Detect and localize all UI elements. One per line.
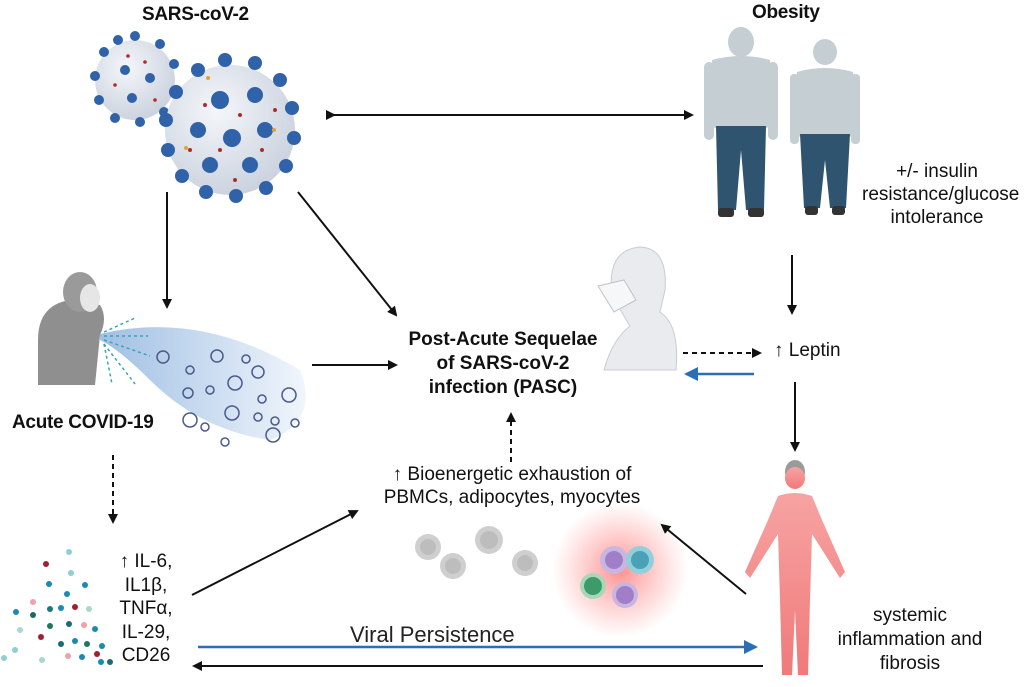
bioenergetic-exhaustion-label: ↑ Bioenergetic exhaustion of PBMCs, adip…	[362, 463, 662, 509]
cytokine-line: IL-29,	[121, 621, 171, 643]
bioenergetic-line: PBMCs, adipocytes, myocytes	[383, 487, 641, 508]
cytokine-line: IL1β,	[124, 574, 168, 596]
leptin-label: ↑ Leptin	[774, 340, 841, 361]
exhaled-viruses	[156, 349, 300, 447]
obese-people-icon	[704, 27, 860, 217]
viral-persistence-label: Viral Persistence	[350, 622, 515, 647]
cytokine-line: ↑ IL-6,	[119, 551, 173, 572]
acute-covid-title: Acute COVID-19	[12, 412, 154, 433]
coughing-person-icon	[38, 272, 306, 447]
systemic-line: fibrosis	[879, 653, 941, 674]
pasc-title-line: infection (PASC)	[428, 377, 578, 398]
cytokines-label: ↑ IL-6, IL1β, TNFα, IL-29, CD26	[112, 550, 180, 668]
bioenergetic-line: ↑ Bioenergetic exhaustion of	[392, 464, 632, 485]
arrow-cytokines-to-bioenergetic	[191, 510, 359, 596]
systemic-line: systemic	[873, 605, 947, 626]
note-line: resistance/glucose	[862, 184, 1020, 205]
person-man	[704, 27, 778, 217]
sars-cov-2-title: SARS-coV-2	[142, 4, 249, 25]
pasc-title-line: Post-Acute Sequelae	[408, 329, 598, 350]
arrow-systemic-to-bioenergetic	[660, 523, 747, 595]
gray-cells	[415, 526, 538, 579]
cytokine-line: TNFα,	[119, 598, 173, 619]
cells-icon	[415, 502, 688, 638]
inflamed-body-icon	[745, 460, 845, 675]
note-line: intolerance	[890, 207, 984, 228]
systemic-line: inflammation and	[837, 629, 983, 650]
insulin-resistance-note: +/- insulin resistance/glucose intoleran…	[862, 160, 1020, 229]
person-woman	[790, 39, 860, 215]
arrow-sars-to-pasc	[297, 191, 398, 317]
cytokine-dots-icon	[1, 549, 113, 665]
pasc-title-line: of SARS-coV-2	[436, 353, 570, 374]
virus-large	[159, 53, 301, 203]
obesity-title: Obesity	[752, 2, 820, 23]
inflamed-cells	[552, 502, 688, 638]
pasc-title: Post-Acute Sequelae of SARS-coV-2 infect…	[393, 328, 613, 400]
note-line: +/- insulin	[896, 161, 978, 182]
masked-person-icon	[597, 246, 678, 371]
virus-small	[90, 31, 181, 127]
systemic-inflammation-label: systemic inflammation and fibrosis	[820, 604, 1000, 676]
cytokine-line: CD26	[121, 645, 171, 666]
coronavirus-particles-icon	[90, 31, 301, 203]
